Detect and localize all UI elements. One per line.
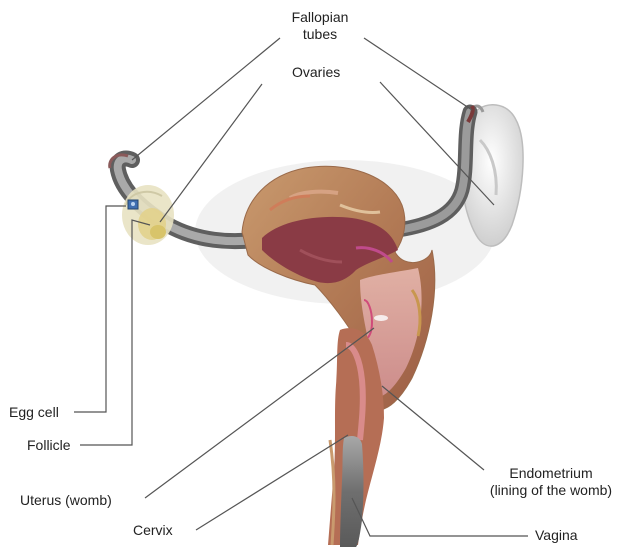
fallopian-leader-right — [364, 38, 472, 110]
left-ovary — [122, 185, 174, 245]
fallopian-leader-left — [132, 38, 280, 160]
endometrium-label-line1: Endometrium — [470, 465, 632, 482]
egg-cell-leader — [74, 206, 126, 412]
fallopian-tubes-label-line1: Fallopian — [280, 9, 360, 26]
endometrium-leader — [382, 386, 484, 470]
endometrium-label-line2: (lining of the womb) — [470, 482, 632, 499]
egg-cell — [128, 200, 138, 209]
fallopian-tubes-label: Fallopian tubes — [280, 9, 360, 43]
cervix-label: Cervix — [133, 522, 173, 539]
ovaries-label: Ovaries — [292, 64, 340, 81]
fallopian-tubes-label-line2: tubes — [280, 26, 360, 43]
egg-cell-label: Egg cell — [9, 404, 59, 421]
vagina-label: Vagina — [535, 527, 578, 544]
vagina-leader — [352, 498, 528, 536]
follicle-leader — [80, 220, 150, 445]
endometrium-label: Endometrium (lining of the womb) — [470, 465, 632, 499]
follicle-label: Follicle — [27, 437, 71, 454]
cervix-leader — [196, 435, 348, 530]
cervix-vagina — [328, 328, 384, 547]
uterus-label: Uterus (womb) — [20, 492, 112, 509]
